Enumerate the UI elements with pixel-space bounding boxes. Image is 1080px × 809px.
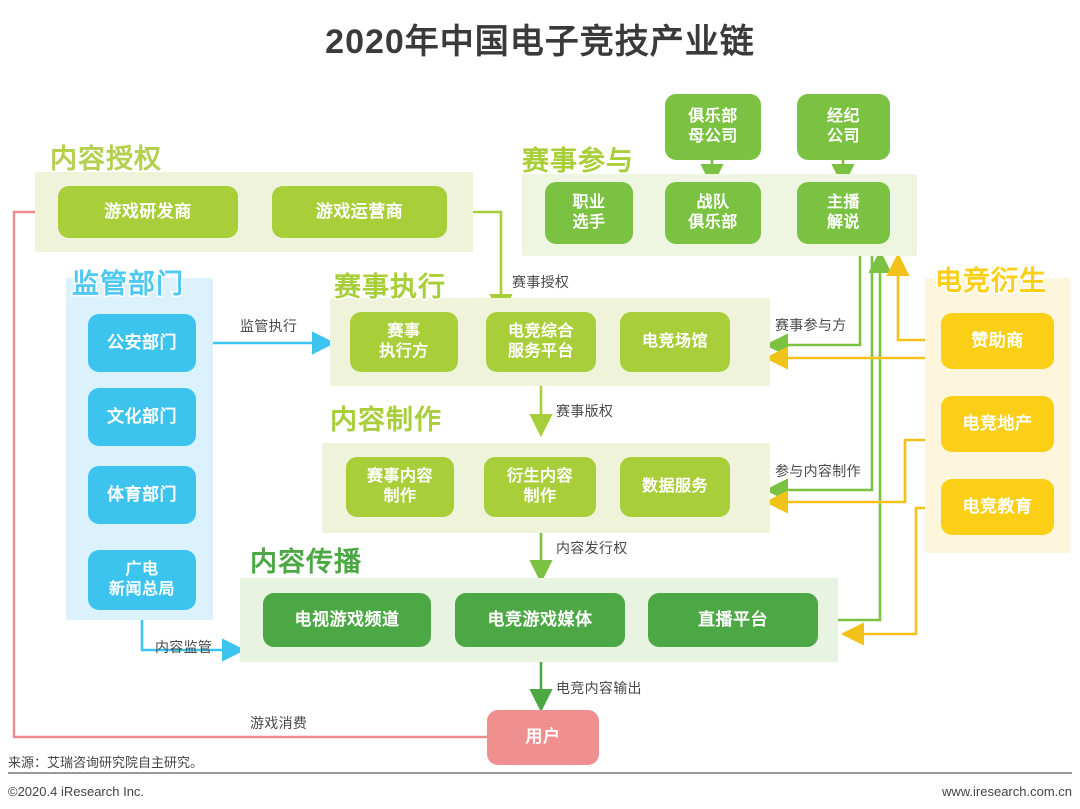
node-team-club[interactable]: 战队 俱乐部: [665, 182, 761, 244]
label-join-content-production: 参与内容制作: [775, 463, 861, 479]
node-esports-real-estate[interactable]: 电竞地产: [941, 396, 1054, 452]
node-professional-player[interactable]: 职业 选手: [545, 182, 633, 244]
node-esports-game-media[interactable]: 电竞游戏媒体: [455, 593, 625, 647]
label-regulation-enforcement: 监管执行: [240, 318, 298, 334]
node-agency-company[interactable]: 经纪 公司: [797, 94, 890, 160]
node-game-developer[interactable]: 游戏研发商: [58, 186, 238, 238]
node-user[interactable]: 用户: [487, 710, 599, 765]
label-game-consumption: 游戏消费: [250, 715, 308, 731]
panel-title-regulator: 监管部门: [71, 268, 185, 301]
node-esports-education[interactable]: 电竞教育: [941, 479, 1054, 535]
panel-title-esports-derivative: 电竞衍生: [934, 265, 1048, 298]
node-public-security-dept[interactable]: 公安部门: [88, 314, 196, 372]
website-url: www.iresearch.com.cn: [941, 784, 1072, 799]
node-sponsor[interactable]: 赞助商: [941, 313, 1054, 369]
footer-divider: [8, 772, 1072, 774]
label-event-participants: 赛事参与方: [775, 317, 847, 333]
node-data-service[interactable]: 数据服务: [620, 457, 730, 517]
label-event-copyright: 赛事版权: [556, 403, 614, 419]
panel-title-content-production: 内容制作: [329, 404, 443, 437]
node-esports-service-platform[interactable]: 电竞综合 服务平台: [486, 312, 596, 372]
panel-title-event-execution: 赛事执行: [333, 271, 447, 304]
label-content-supervision: 内容监管: [155, 639, 213, 655]
label-event-authorization: 赛事授权: [512, 274, 570, 290]
node-event-content-production[interactable]: 赛事内容 制作: [346, 457, 454, 517]
label-content-distribution-right: 内容发行权: [556, 540, 628, 556]
label-esports-content-output: 电竞内容输出: [556, 680, 642, 696]
copyright-text: ©2020.4 iResearch Inc.: [8, 784, 145, 799]
node-sports-dept[interactable]: 体育部门: [88, 466, 196, 524]
panel-title-content-license: 内容授权: [49, 143, 163, 176]
node-live-streaming-platform[interactable]: 直播平台: [648, 593, 818, 647]
node-derivative-content-production[interactable]: 衍生内容 制作: [484, 457, 596, 517]
node-club-parent-company[interactable]: 俱乐部 母公司: [665, 94, 761, 160]
node-culture-dept[interactable]: 文化部门: [88, 388, 196, 446]
node-radio-press-administration[interactable]: 广电 新闻总局: [88, 550, 196, 610]
node-game-operator[interactable]: 游戏运营商: [272, 186, 447, 238]
panel-title-content-distribution: 内容传播: [249, 546, 363, 579]
node-streamer-commentator[interactable]: 主播 解说: [797, 182, 890, 244]
page-title: 2020年中国电子竞技产业链: [325, 23, 755, 61]
node-tv-game-channel[interactable]: 电视游戏频道: [263, 593, 431, 647]
node-esports-venue[interactable]: 电竞场馆: [620, 312, 730, 372]
panel-title-event-participation: 赛事参与: [521, 145, 635, 178]
source-note: 来源：艾瑞咨询研究院自主研究。: [8, 755, 204, 770]
node-event-organizer[interactable]: 赛事 执行方: [350, 312, 458, 372]
